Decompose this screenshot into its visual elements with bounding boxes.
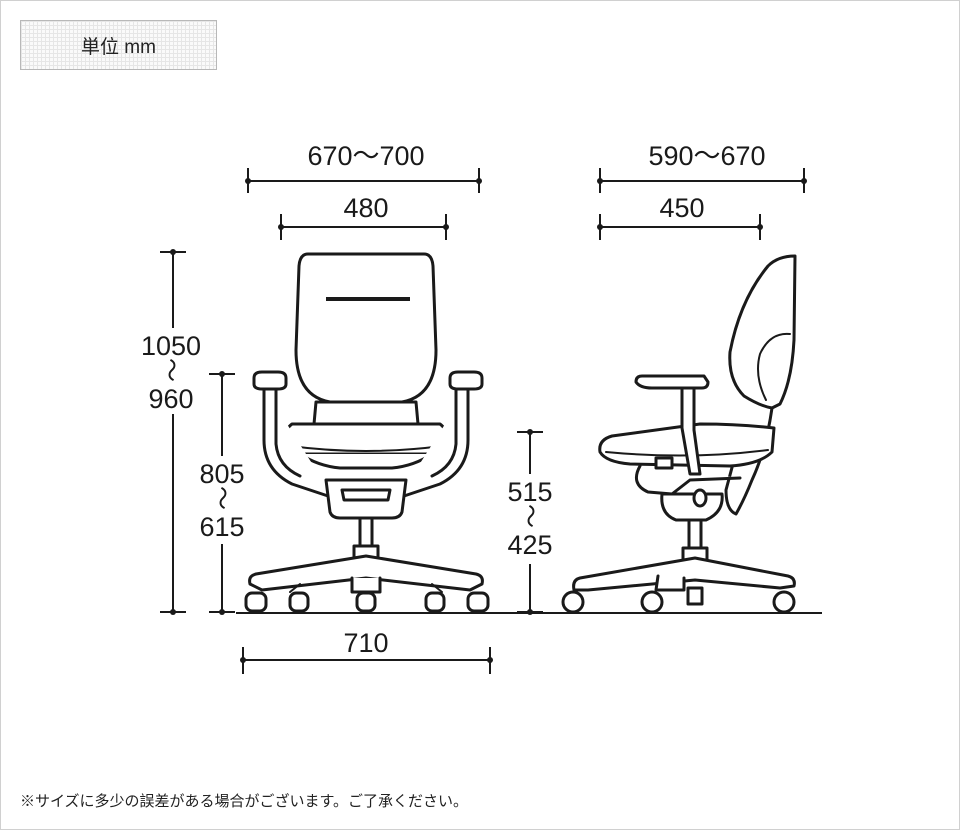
side-view-chair [561,254,797,614]
side-total-depth-label: 590〜670 [648,141,765,171]
front-seat-width-label: 480 [343,193,388,223]
seat-height-dimension: 515 〜 425 [504,429,556,615]
side-total-depth-dimension: 590〜670 [597,141,807,193]
seat-height-separator: 〜 [516,504,543,528]
side-seat-depth-label: 450 [659,193,704,223]
front-total-width-label: 670〜700 [307,141,424,171]
seat-height-min-label: 425 [507,530,552,560]
front-view-chair [244,252,490,613]
total-height-min-label: 960 [148,384,193,414]
armrest-height-dimension: 805 〜 615 [196,371,248,615]
seat-height-max-label: 515 [507,477,552,507]
total-height-max-label: 1050 [141,331,201,361]
side-seat-depth-dimension: 450 [597,193,763,240]
front-base-width-label: 710 [343,628,388,658]
total-height-separator: 〜 [157,358,184,382]
front-seat-width-dimension: 480 [278,193,449,240]
armrest-height-max-label: 805 [199,459,244,489]
unit-label: 単位 mm [20,20,217,70]
front-base-width-dimension: 710 [240,628,493,674]
armrest-height-separator: 〜 [208,486,235,510]
footnote: ※サイズに多少の誤差がある場合がございます。ご了承ください。 [20,793,469,810]
armrest-height-min-label: 615 [199,512,244,542]
total-height-dimension: 1050 〜 960 [138,249,206,615]
front-total-width-dimension: 670〜700 [245,141,482,193]
